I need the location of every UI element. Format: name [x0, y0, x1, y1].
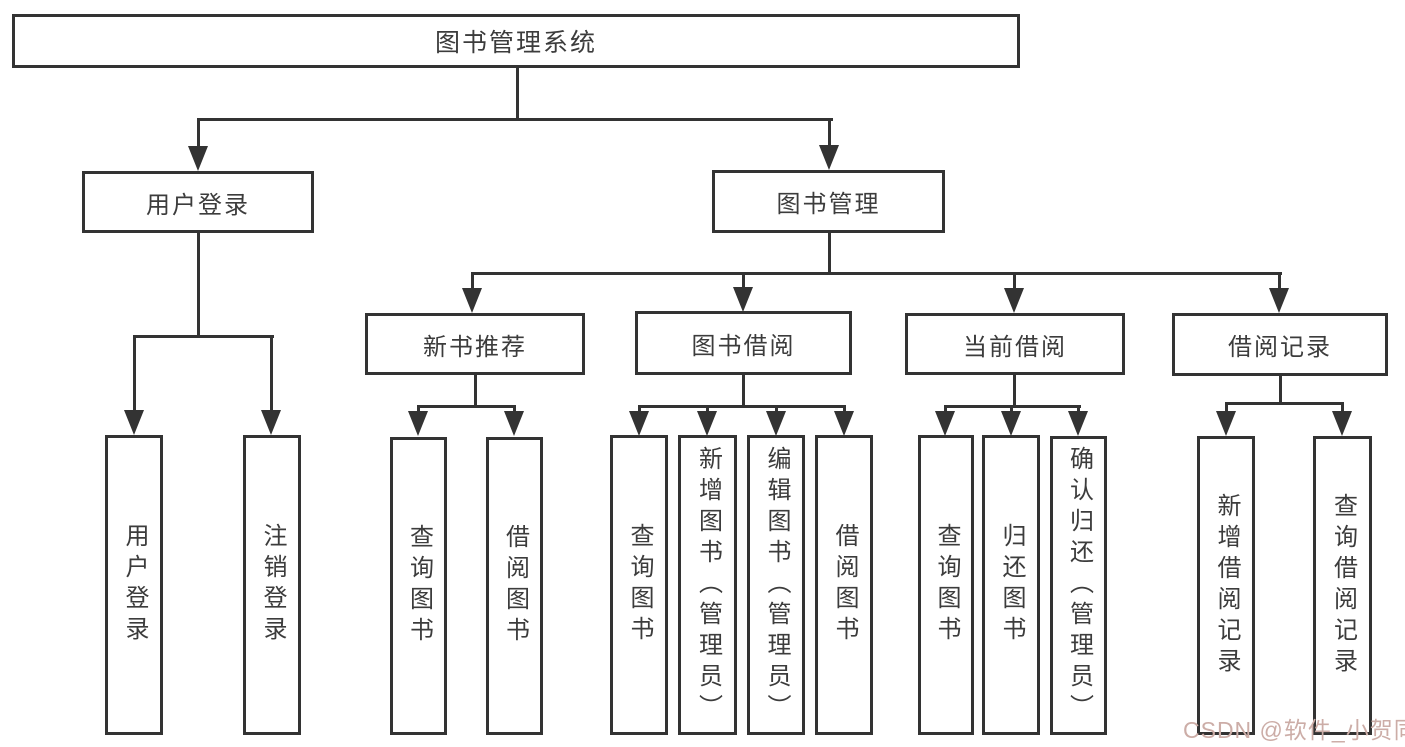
connector-line: [197, 118, 833, 121]
csdn-watermark: CSDN @软件_小贺同学: [1183, 717, 1405, 743]
connector-line: [1077, 405, 1080, 412]
leaf-label: 查询图书: [933, 523, 960, 647]
arrow-down-icon: [408, 411, 428, 436]
connector-line: [1279, 376, 1282, 404]
node-root-system: 图书管理系统: [12, 14, 1020, 68]
connector-line: [197, 233, 200, 337]
connector-line: [775, 405, 778, 412]
arrow-down-icon: [1068, 411, 1088, 436]
leaf-label: 新增借阅记录: [1213, 492, 1240, 679]
connector-line: [1278, 272, 1281, 288]
leaf-label: 新增图书（管理员）: [694, 445, 722, 725]
arrow-down-icon: [188, 146, 208, 171]
connector-line: [828, 118, 831, 148]
arrow-down-icon: [733, 287, 753, 312]
leaf-return-books: 归还图书: [982, 435, 1040, 735]
leaf-label: 借阅图书: [831, 523, 858, 647]
arrow-down-icon: [462, 288, 482, 313]
leaf-borrow-books-recommend: 借阅图书: [486, 437, 543, 735]
connector-line: [474, 375, 477, 407]
leaf-query-books-recommend: 查询图书: [390, 437, 447, 735]
connector-line: [828, 233, 831, 274]
leaf-label: 查询图书: [626, 523, 653, 647]
leaf-borrow-books: 借阅图书: [815, 435, 873, 735]
leaf-query-books-borrow: 查询图书: [610, 435, 668, 735]
arrow-down-icon: [1004, 288, 1024, 313]
connector-line: [1225, 402, 1228, 412]
arrow-down-icon: [819, 145, 839, 170]
connector-line: [1341, 402, 1344, 412]
connector-line: [270, 335, 273, 411]
leaf-label: 查询借阅记录: [1329, 492, 1357, 679]
leaf-label: 确认归还（管理员）: [1065, 446, 1093, 725]
connector-line: [513, 405, 516, 412]
arrow-down-icon: [1001, 411, 1021, 436]
arrow-down-icon: [1269, 288, 1289, 313]
leaf-label: 用户登录: [121, 523, 148, 647]
connector-line: [944, 405, 947, 412]
arrow-down-icon: [697, 411, 717, 436]
connector-line: [742, 375, 745, 407]
connector-line: [742, 272, 745, 288]
connector-line: [133, 335, 274, 338]
leaf-query-books-current: 查询图书: [918, 435, 974, 735]
leaf-label: 编辑图书（管理员）: [763, 445, 790, 725]
arrow-down-icon: [629, 411, 649, 436]
arrow-down-icon: [261, 410, 281, 435]
leaf-add-borrow-record: 新增借阅记录: [1197, 436, 1255, 735]
leaf-label: 归还图书: [998, 523, 1025, 647]
leaf-label: 借阅图书: [501, 524, 529, 648]
arrow-down-icon: [1332, 411, 1352, 436]
leaf-label: 查询图书: [405, 524, 433, 648]
arrow-down-icon: [766, 411, 786, 436]
node-book-borrow: 图书借阅: [635, 311, 852, 375]
connector-line: [471, 272, 474, 288]
connector-line: [133, 335, 136, 411]
connector-line: [706, 405, 709, 412]
leaf-user-login: 用户登录: [105, 435, 163, 735]
connector-line: [638, 405, 846, 408]
arrow-down-icon: [1216, 411, 1236, 436]
connector-line: [638, 405, 641, 412]
arrow-down-icon: [834, 411, 854, 436]
arrow-down-icon: [504, 411, 524, 436]
connector-line: [516, 68, 519, 120]
connector-line: [417, 405, 516, 408]
connector-line: [197, 118, 200, 148]
connector-line: [1010, 405, 1013, 412]
connector-line: [471, 272, 1282, 275]
connector-line: [1225, 402, 1344, 405]
leaf-logout: 注销登录: [243, 435, 301, 735]
leaf-query-borrow-record: 查询借阅记录: [1313, 436, 1372, 735]
connector-line: [843, 405, 846, 412]
arrow-down-icon: [935, 411, 955, 436]
leaf-confirm-return-admin: 确认归还（管理员）: [1050, 436, 1107, 735]
node-book-management: 图书管理: [712, 170, 945, 233]
node-borrow-records: 借阅记录: [1172, 313, 1388, 376]
connector-line: [1013, 375, 1016, 407]
node-current-borrow: 当前借阅: [905, 313, 1125, 375]
leaf-edit-books-admin: 编辑图书（管理员）: [747, 435, 805, 735]
connector-line: [417, 405, 420, 412]
arrow-down-icon: [124, 410, 144, 435]
connector-line: [1013, 272, 1016, 288]
node-new-book-recommend: 新书推荐: [365, 313, 585, 375]
leaf-add-books-admin: 新增图书（管理员）: [678, 435, 737, 735]
leaf-label: 注销登录: [259, 523, 286, 647]
node-user-login: 用户登录: [82, 171, 314, 233]
